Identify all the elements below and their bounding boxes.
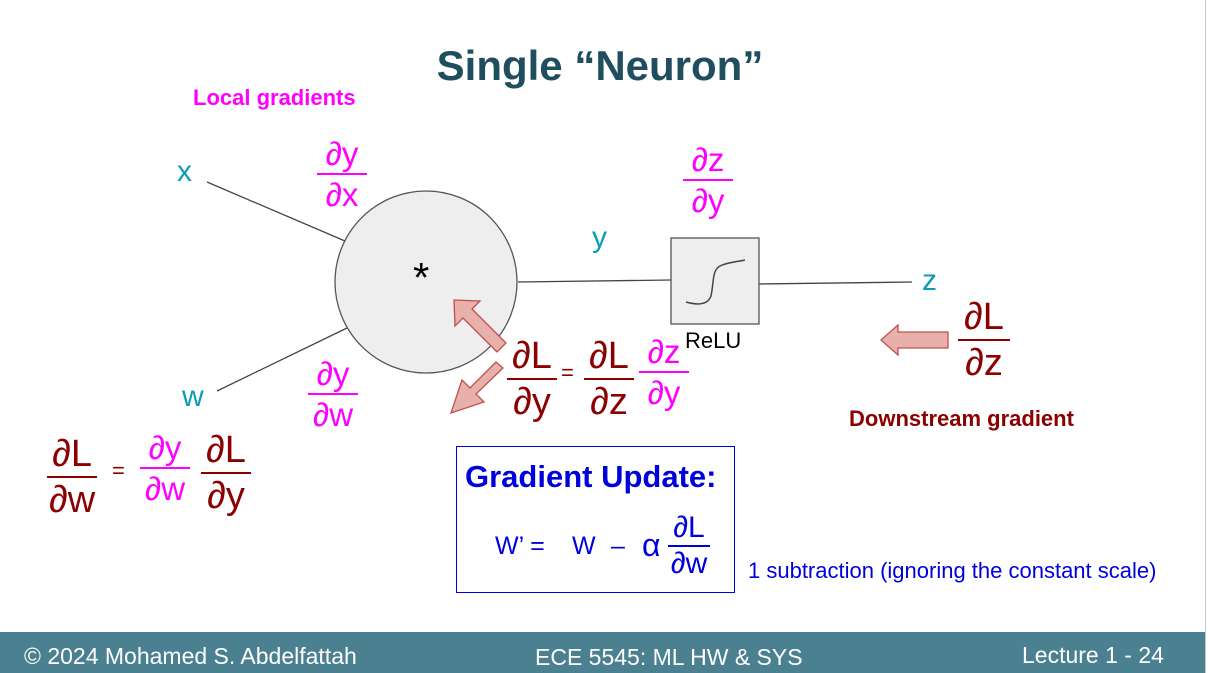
upstream-gradient-dL-dz: ∂L ∂z: [958, 298, 1010, 382]
local-gradient-dy-dw: ∂y ∂w: [308, 357, 358, 431]
local-gradients-label: Local gradients: [193, 85, 356, 110]
relu-label: ReLU: [685, 328, 742, 353]
subtraction-note: 1 subtraction (ignoring the constant sca…: [748, 558, 1157, 583]
chain-dL-dw-rhs1: ∂y ∂w: [140, 431, 190, 505]
chain-dL-dw-lhs: ∂L ∂w: [47, 433, 98, 521]
gradient-update-box: Gradient Update: W’ = W – α ∂L ∂w: [456, 446, 735, 593]
relu-box: [670, 237, 760, 325]
gradient-update-title: Gradient Update:: [465, 459, 717, 494]
chain-dL-dy-rhs2: ∂z ∂y: [639, 335, 689, 409]
neuron-diagram: [206, 181, 949, 415]
var-y: y: [592, 221, 607, 254]
gradient-arrow-into-node-icon: [453, 299, 507, 353]
var-x: x: [177, 155, 192, 188]
chain-dL-dw-rhs2: ∂L ∂y: [201, 431, 251, 515]
update-alpha: α: [642, 527, 661, 563]
footer-lecture: Lecture 1 - 24: [1022, 642, 1164, 668]
relu-curve-icon: [685, 259, 746, 305]
update-w-prime: W’ =: [495, 532, 545, 560]
footer-course: ECE 5545: ML HW & SYS: [535, 644, 803, 670]
local-gradient-dy-dx: ∂y ∂x: [317, 137, 367, 211]
footer-bar: © 2024 Mohamed S. Abdelfattah ECE 5545: …: [0, 632, 1205, 673]
downstream-arrow-icon: [880, 323, 949, 357]
var-w: w: [182, 380, 204, 413]
chain-dL-dy-lhs: ∂L ∂y: [507, 337, 557, 421]
downstream-gradient-label: Downstream gradient: [849, 406, 1074, 431]
var-z: z: [922, 264, 937, 297]
update-dL-dw: ∂L ∂w: [668, 513, 710, 579]
chain-dL-dy-rhs1: ∂L ∂z: [584, 337, 634, 421]
update-minus: –: [611, 532, 625, 560]
local-gradient-dz-dy: ∂z ∂y: [683, 143, 733, 217]
chain-dL-dy-equals: =: [561, 360, 574, 385]
update-w: W: [572, 532, 596, 560]
footer-copyright: © 2024 Mohamed S. Abdelfattah: [24, 643, 357, 669]
multiply-node: [334, 190, 518, 374]
w-edge: [216, 327, 348, 392]
y-edge: [517, 279, 672, 283]
x-edge: [206, 181, 346, 242]
slide-border: [1205, 0, 1206, 673]
slide-title: Single “Neuron”: [436, 42, 764, 89]
gradient-arrow-out-w-icon: [449, 361, 504, 415]
multiply-operator: *: [413, 254, 430, 301]
chain-dL-dw-equals: =: [112, 458, 125, 483]
z-edge: [758, 281, 913, 285]
